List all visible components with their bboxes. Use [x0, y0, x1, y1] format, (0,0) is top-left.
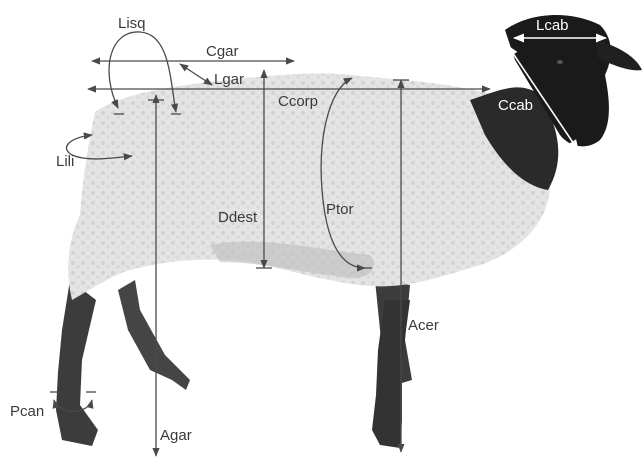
- eye: [557, 60, 563, 64]
- label-acer: Acer: [408, 317, 439, 334]
- label-pcan: Pcan: [10, 403, 44, 420]
- label-ccab: Ccab: [498, 97, 533, 114]
- label-cgar: Cgar: [206, 43, 239, 60]
- label-lgar: Lgar: [214, 71, 244, 88]
- label-lcab: Lcab: [536, 17, 569, 34]
- label-lili: Lili: [56, 153, 74, 170]
- label-ptor: Ptor: [326, 201, 354, 218]
- hind-leg-front: [118, 280, 190, 390]
- label-ccorp: Ccorp: [278, 93, 318, 110]
- label-lisq: Lisq: [118, 15, 146, 32]
- label-ddest: Ddest: [218, 209, 258, 226]
- hind-leg-rear: [56, 280, 98, 446]
- lgar-line: [180, 64, 212, 85]
- label-agar: Agar: [160, 427, 192, 444]
